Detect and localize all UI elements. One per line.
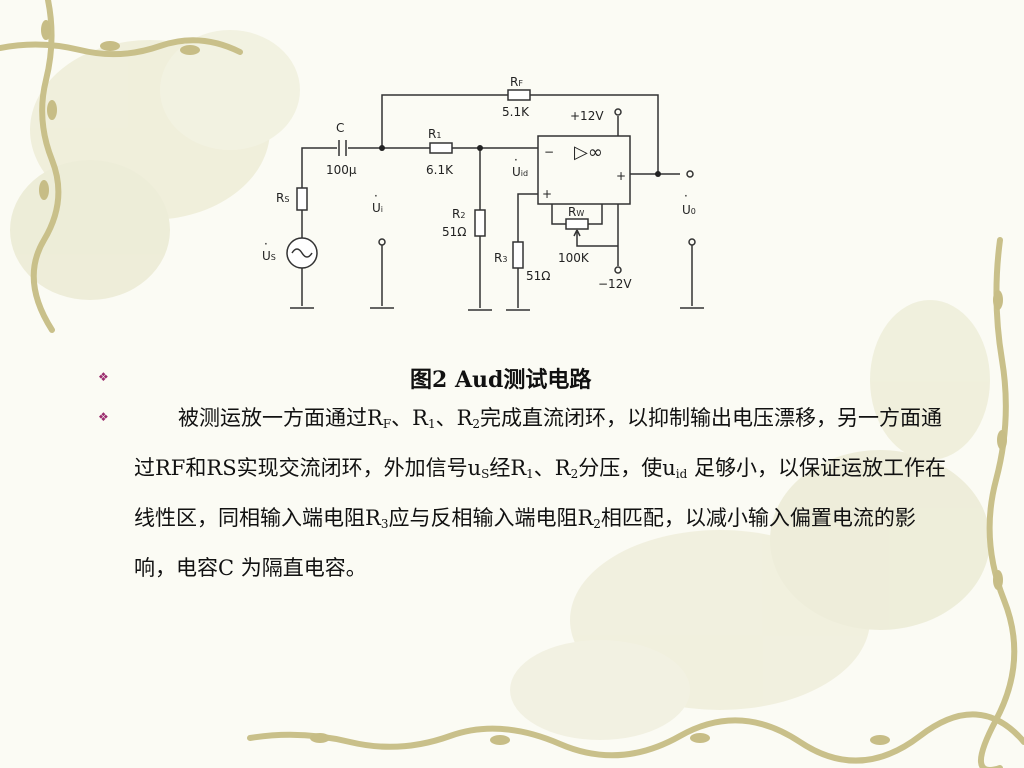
rs-label: RS	[276, 191, 289, 205]
r1-value: 6.1K	[426, 163, 454, 177]
r2-resistor	[474, 209, 486, 237]
uo-dot: ·	[684, 189, 688, 203]
capacitor-plates	[338, 140, 347, 156]
circuit-wires	[290, 94, 704, 311]
c-label: C	[336, 121, 344, 135]
r3-value: 51Ω	[526, 269, 550, 283]
bullet-icon: ❖	[98, 370, 109, 384]
circuit-junctions	[379, 145, 661, 177]
circuit-diagram: RF 5.1K +12V C 100µ R1 6.1K − ▷∞ + + · U…	[262, 75, 704, 311]
rs-resistor	[296, 187, 308, 211]
rw-label: RW	[568, 205, 584, 219]
floral-watermark	[10, 30, 990, 740]
r1-resistor	[429, 142, 453, 154]
circuit-labels: RF 5.1K +12V C 100µ R1 6.1K − ▷∞ + + · U…	[262, 75, 696, 291]
rw-wiper-arrow	[573, 229, 581, 237]
figure-caption: 图2 Aud测试电路	[410, 367, 592, 393]
r1-label: R1	[428, 127, 441, 141]
vee-label: −12V	[598, 277, 632, 291]
circuit-components	[286, 89, 589, 269]
rf-value: 5.1K	[502, 105, 530, 119]
r2-value: 51Ω	[442, 225, 466, 239]
us-dot: ·	[264, 237, 268, 251]
description-paragraph: 被测运放一方面通过RF、R1、R2完成直流闭环，以抑制输出电压漂移，另一方面通过…	[134, 406, 946, 580]
rf-label: RF	[510, 75, 523, 89]
sine-wave	[291, 248, 313, 258]
opamp-minus: −	[544, 145, 554, 159]
rw-potentiometer	[565, 218, 589, 230]
vine-leaves	[39, 20, 1007, 745]
rw-value: 100K	[558, 251, 590, 265]
ui-label: Ui	[372, 201, 383, 215]
vcc-label: +12V	[570, 109, 604, 123]
us-label: US	[262, 249, 276, 263]
r3-label: R3	[494, 251, 507, 265]
opamp-symbol: ▷∞	[574, 142, 603, 163]
ui-dot: ·	[374, 189, 378, 203]
uid-label: Uid	[512, 165, 528, 179]
r2-label: R2	[452, 207, 465, 221]
slide-content: ❖ 图2 Aud测试电路 ❖ 被测运放一方面通过RF、R1、R2完成直流闭环，以…	[98, 358, 958, 590]
opamp-plus-in: +	[542, 187, 552, 201]
opamp-plus-out: +	[616, 169, 626, 183]
uo-label: U0	[682, 203, 696, 217]
c-value: 100µ	[326, 163, 357, 177]
r3-resistor	[512, 241, 524, 269]
rf-resistor	[507, 89, 531, 101]
uid-dot: ·	[514, 153, 518, 167]
figure-caption-row: ❖ 图2 Aud测试电路	[98, 358, 958, 396]
description-row: ❖ 被测运放一方面通过RF、R1、R2完成直流闭环，以抑制输出电压漂移，另一方面…	[98, 396, 958, 590]
bullet-icon: ❖	[98, 410, 109, 424]
